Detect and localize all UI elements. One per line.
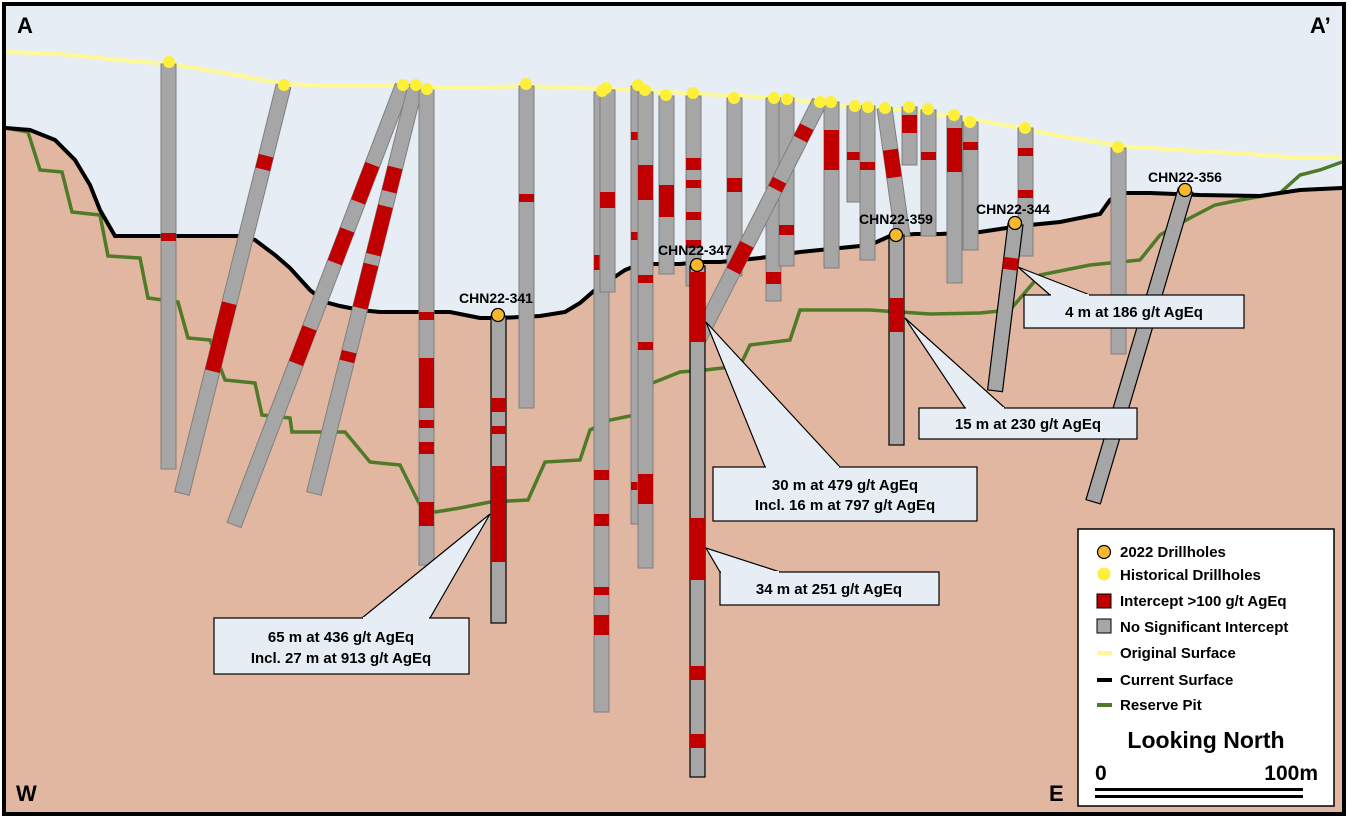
- callout-text: Incl. 16 m at 797 g/t AgEq: [755, 497, 935, 514]
- callout-359: 15 m at 230 g/t AgEq: [904, 317, 1138, 440]
- historical-collar: [781, 93, 793, 105]
- orange-circle-icon: [1096, 544, 1112, 560]
- historical-collar: [660, 89, 672, 101]
- legend-label: Intercept >100 g/t AgEq: [1120, 593, 1287, 610]
- section-start-label: A: [17, 13, 33, 38]
- callout-text: 30 m at 479 g/t AgEq: [772, 477, 918, 494]
- historical-collar: [814, 96, 826, 108]
- historical-collar: [1112, 141, 1124, 153]
- intercept: [161, 233, 176, 241]
- historical-drillhole: [859, 105, 876, 261]
- hole-label-chn22-341: CHN22-341: [459, 290, 533, 306]
- historical-collar: [948, 109, 960, 121]
- legend-label: Original Surface: [1120, 645, 1236, 662]
- historical-drillhole: [689, 97, 827, 347]
- drillhole-chn22-359[interactable]: [888, 234, 905, 446]
- drillhole-2022-collar: [888, 227, 904, 243]
- callout-347a: 30 m at 479 g/t AgEq Incl. 16 m at 797 g…: [705, 321, 978, 522]
- historical-collar: [520, 78, 532, 90]
- historical-collar: [825, 96, 837, 108]
- legend-label: No Significant Intercept: [1120, 619, 1288, 636]
- east-label: E: [1049, 781, 1064, 806]
- hole-label-chn22-356: CHN22-356: [1148, 169, 1222, 185]
- section-end-label: A’: [1310, 13, 1331, 38]
- historical-collar: [163, 56, 175, 68]
- historical-drillhole: [823, 101, 840, 269]
- hole-label-chn22-359: CHN22-359: [859, 211, 933, 227]
- callout-text: Incl. 27 m at 913 g/t AgEq: [251, 650, 431, 667]
- callout-text: 4 m at 186 g/t AgEq: [1065, 304, 1203, 321]
- historical-collar: [903, 101, 915, 113]
- callout-344: 4 m at 186 g/t AgEq: [1017, 266, 1245, 329]
- orientation-label: Looking North: [1127, 727, 1284, 753]
- drillhole-chn22-341[interactable]: [490, 315, 507, 624]
- yellow-circle-icon: [1097, 567, 1111, 581]
- historical-drillholes: [160, 63, 1127, 713]
- historical-drillhole: [226, 82, 411, 529]
- legend-label: Reserve Pit: [1120, 697, 1202, 714]
- historical-drillhole: [306, 83, 424, 496]
- historical-drillhole: [418, 89, 435, 566]
- historical-collar: [728, 92, 740, 104]
- historical-drillhole: [518, 85, 535, 409]
- historical-collar: [600, 82, 612, 94]
- historical-collars: [163, 56, 1124, 153]
- historical-drillhole: [599, 89, 616, 293]
- legend-box: [1077, 528, 1335, 807]
- historical-collar: [687, 87, 699, 99]
- callout-347b: 34 m at 251 g/t AgEq: [704, 546, 940, 606]
- historical-collar: [421, 83, 433, 95]
- scale-start-label: 0: [1095, 762, 1107, 785]
- callout-text: 15 m at 230 g/t AgEq: [955, 416, 1101, 433]
- callout-text: 65 m at 436 g/t AgEq: [268, 629, 414, 646]
- callout-341: 65 m at 436 g/t AgEq Incl. 27 m at 913 g…: [213, 513, 491, 675]
- hole-label-chn22-347: CHN22-347: [658, 242, 732, 258]
- historical-drillhole: [160, 63, 177, 470]
- historical-drillhole: [962, 121, 979, 251]
- legend-label: Historical Drillholes: [1120, 567, 1261, 584]
- legend-label: 2022 Drillholes: [1120, 544, 1226, 561]
- historical-collar: [397, 79, 409, 91]
- drillhole-2022-collar: [1177, 182, 1193, 198]
- hole-label-chn22-344: CHN22-344: [976, 201, 1050, 217]
- historical-collar: [849, 100, 861, 112]
- drillhole-2022-collar: [689, 257, 705, 273]
- historical-collar: [964, 116, 976, 128]
- legend: 2022 Drillholes Historical Drillholes In…: [1077, 528, 1335, 807]
- west-label: W: [16, 781, 37, 806]
- drillhole-2022-collar: [490, 307, 506, 323]
- historical-collar: [1019, 122, 1031, 134]
- historical-collar: [862, 101, 874, 113]
- historical-collar: [639, 84, 651, 96]
- historical-collar: [922, 103, 934, 115]
- callout-text: 34 m at 251 g/t AgEq: [756, 581, 902, 598]
- legend-label: Current Surface: [1120, 672, 1233, 689]
- scale-end-label: 100m: [1264, 762, 1318, 785]
- gray-square-icon: [1096, 618, 1112, 634]
- red-square-icon: [1096, 593, 1112, 609]
- drillhole-2022-collar: [1007, 215, 1023, 231]
- scale-bar: [1095, 788, 1303, 798]
- drillhole-2022-collars: [490, 182, 1193, 323]
- historical-collar: [768, 92, 780, 104]
- historical-collar: [410, 79, 422, 91]
- historical-collar: [879, 102, 891, 114]
- historical-collar: [278, 79, 290, 91]
- drillhole-chn22-347[interactable]: [689, 265, 706, 778]
